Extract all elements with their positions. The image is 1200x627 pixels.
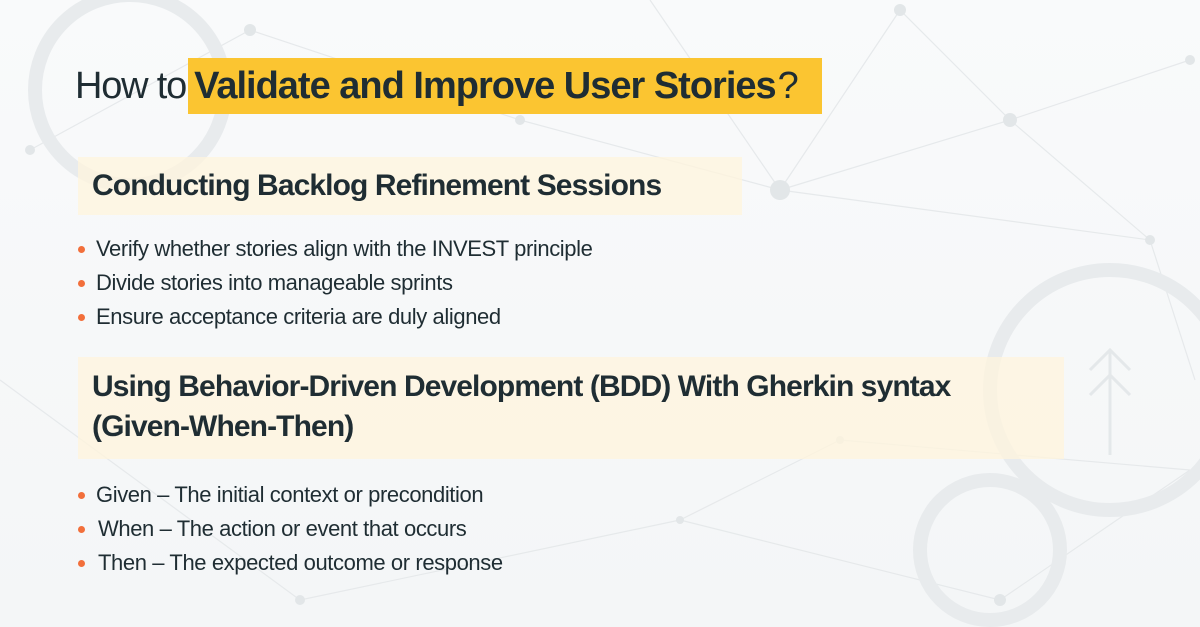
bullet-dot-icon: [78, 279, 85, 287]
bullet-dot-icon: [78, 491, 85, 499]
title-highlight: Validate and Improve User Stories: [188, 58, 778, 114]
bullet-dot-icon: [78, 559, 85, 567]
list-item: Given – The initial context or precondit…: [78, 478, 503, 512]
title-prefix: How to: [75, 64, 187, 107]
list-item: Divide stories into manageable sprints: [78, 266, 592, 300]
section-heading-backlog-refinement: Conducting Backlog Refinement Sessions: [78, 157, 742, 215]
backlog-refinement-list: Verify whether stories align with the IN…: [78, 232, 593, 334]
bullet-dot-icon: [78, 313, 85, 321]
list-item-text: Given – The initial context or precondit…: [96, 482, 484, 507]
bullet-dot-icon: [78, 245, 85, 253]
list-item-text: Verify whether stories align with the IN…: [96, 236, 593, 261]
bullet-dot-icon: [78, 525, 85, 533]
list-item-text: When – The action or event that occurs: [98, 516, 467, 541]
list-item: Ensure acceptance criteria are duly alig…: [78, 300, 592, 334]
list-item-text: Then – The expected outcome or response: [98, 550, 503, 575]
list-item-text: Divide stories into manageable sprints: [96, 270, 453, 295]
bdd-gherkin-list: Given – The initial context or precondit…: [78, 478, 503, 580]
list-item: Then – The expected outcome or response: [78, 546, 503, 580]
list-item: When – The action or event that occurs: [78, 512, 503, 546]
section-heading-bdd-gherkin: Using Behavior-Driven Development (BDD) …: [78, 357, 1064, 459]
list-item: Verify whether stories align with the IN…: [78, 232, 593, 266]
page-title: How to Validate and Improve User Stories…: [75, 58, 822, 114]
list-item-text: Ensure acceptance criteria are duly alig…: [96, 304, 501, 329]
title-suffix: ?: [777, 58, 822, 114]
